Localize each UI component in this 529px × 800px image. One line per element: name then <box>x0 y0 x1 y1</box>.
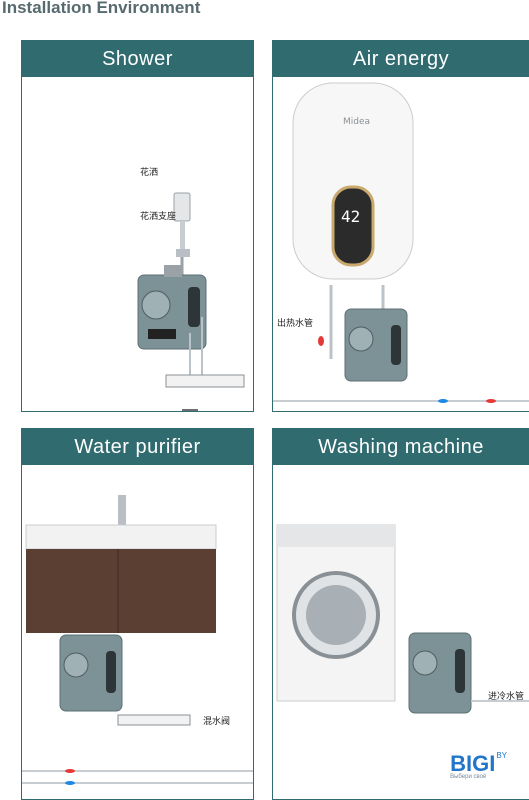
sink-icon <box>25 524 217 550</box>
mixing-valve-label: 混水阀 <box>203 717 231 727</box>
cold-water-pipe-label: 进冷水管 <box>488 692 525 702</box>
air-energy-diagram <box>273 82 529 403</box>
shower-head-label: 花洒 <box>140 168 159 178</box>
mixing-valve-icon <box>165 374 245 388</box>
logo-tagline: Выбери своё <box>450 774 487 780</box>
panel-washing-machine: Washing machine 进冷水管 <box>272 428 529 800</box>
page-title: Installation Environment <box>2 0 201 17</box>
shower-holder-icon <box>176 249 190 257</box>
heater-brand: Midea <box>343 117 371 127</box>
panel-title: Shower <box>22 41 253 77</box>
shower-diagram <box>137 192 245 411</box>
panel-shower: Shower 花洒 花洒支座 <box>21 40 254 412</box>
cabinet-icon <box>26 549 216 633</box>
shower-holder-label: 花洒支座 <box>140 212 177 222</box>
shower-head-icon <box>173 192 191 222</box>
water-purifier-diagram <box>22 495 253 785</box>
panel-water-purifier: Water purifier 混水阀 <box>21 428 254 800</box>
panel-title: Washing machine <box>273 429 529 465</box>
hot-water-pipe-label: 出热水管 <box>277 319 314 329</box>
water-heater-icon <box>292 82 414 280</box>
panel-title: Air energy <box>273 41 529 77</box>
logo-suffix: BY <box>496 751 507 760</box>
brand-logo: BIGIBY Выбери своё <box>450 751 507 780</box>
washing-machine-diagram <box>276 524 529 714</box>
panel-title: Water purifier <box>22 429 253 465</box>
panel-air-energy: Air energy Midea 42 出热水管 <box>272 40 529 412</box>
logo-text: BIGI <box>450 751 496 776</box>
heater-display: 42 <box>341 207 361 226</box>
mixing-valve-icon <box>117 714 191 726</box>
